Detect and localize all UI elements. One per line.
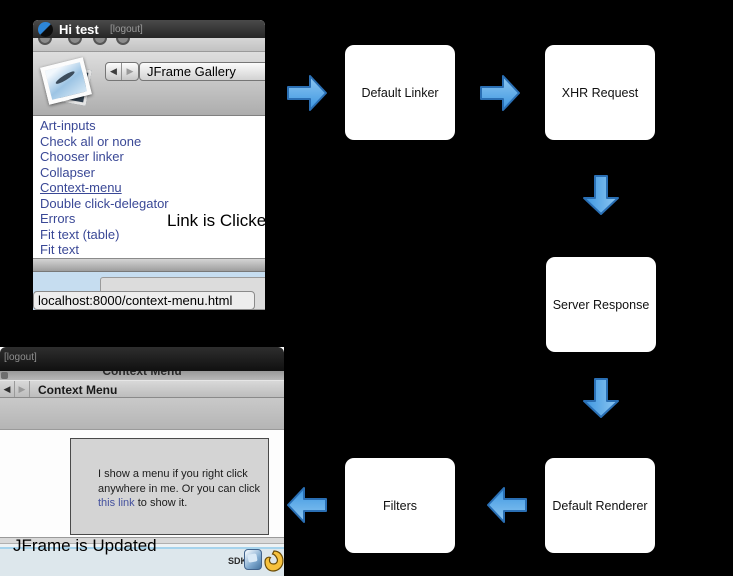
forward-button[interactable]: ▶ [15, 381, 30, 397]
window-bottom-edge [0, 537, 284, 544]
flow-box-server-response: Server Response [546, 257, 656, 352]
gallery-link-errors[interactable]: Errors [40, 211, 76, 226]
flow-box-filters: Filters [345, 458, 455, 553]
annotation-jframe-updated: JFrame is Updated [13, 536, 157, 555]
gallery-link-art-inputs[interactable]: Art-inputs [40, 118, 96, 133]
photos-icon [37, 55, 101, 115]
sdk-label: SDK [228, 556, 248, 566]
taskbar: SDK [0, 549, 284, 576]
context-menu-demo-box[interactable]: I show a menu if you right click anywher… [70, 438, 269, 535]
flow-box-default-linker: Default Linker [345, 45, 455, 140]
toolbar-button-strip [33, 38, 265, 52]
annotation-link-clicked: Link is Clicked [167, 211, 265, 230]
forward-button[interactable]: ▶ [126, 66, 134, 76]
arrow-down-icon [583, 378, 619, 418]
mini-widget-icon [1, 372, 8, 379]
demo-text-line2: anywhere in me. Or you can click [98, 482, 261, 495]
window-chrome-area [0, 398, 284, 430]
window-title: Hi test [59, 22, 99, 37]
toolbar-knob-icon [68, 38, 82, 45]
demo-text-line1: I show a menu if you right click [98, 468, 248, 480]
logout-link[interactable]: [logout] [4, 352, 37, 363]
arrow-down-icon [583, 175, 619, 215]
gallery-link-check-all[interactable]: Check all or none [40, 133, 142, 149]
this-link[interactable]: this link [98, 497, 135, 509]
frame-title: Context Menu [38, 383, 118, 397]
frame-toolbar: ◀ ▶ Context Menu [0, 380, 284, 398]
gallery-title-field: JFrame Gallery [139, 62, 265, 81]
logout-link[interactable]: [logout] [110, 24, 143, 35]
context-menu-browser-window: [logout] Context Menu ◀ ▶ Context Menu I… [0, 347, 284, 576]
gallery-link-context-menu[interactable]: Context-menu [40, 180, 122, 195]
gallery-link-chooser-linker[interactable]: Chooser linker [40, 149, 124, 164]
nav-buttons: ◀ ▶ [0, 381, 30, 397]
window-titlebar: [logout] [0, 347, 284, 371]
taskbar-highlight [0, 544, 284, 547]
window-divider-bar [33, 258, 265, 272]
flow-box-xhr-request: XHR Request [545, 45, 655, 140]
toolbar-knob-icon [38, 38, 52, 45]
frame-content: I show a menu if you right click anywher… [0, 430, 284, 537]
clipped-window-title: Context Menu [0, 371, 284, 380]
arrow-left-icon [287, 487, 327, 523]
toolbar-knob-icon [116, 38, 130, 45]
status-url-tooltip: localhost:8000/context-menu.html [33, 291, 255, 310]
toolbar-knob-icon [93, 38, 107, 45]
flow-box-default-renderer: Default Renderer [545, 458, 655, 553]
gallery-link-fit-text-table[interactable]: Fit text (table) [40, 226, 120, 242]
arrow-right-icon [287, 75, 327, 111]
swirl-app-icon[interactable] [264, 550, 284, 572]
taskbar-blue-line [0, 547, 284, 550]
back-button[interactable]: ◀ [0, 381, 15, 397]
demo-text-line3: this link to show it. [98, 496, 268, 511]
gallery-link-fit-text[interactable]: Fit text [40, 242, 80, 257]
nav-buttons: ◀ ▶ [105, 62, 139, 81]
photo-app-icon[interactable] [244, 549, 262, 570]
arrow-left-icon [487, 487, 527, 523]
gallery-link-list: Art-inputs Check all or none Chooser lin… [33, 116, 265, 258]
arrow-right-icon [480, 75, 520, 111]
back-button[interactable]: ◀ [106, 63, 122, 80]
gallery-link-double-click[interactable]: Double click-delegator [40, 195, 169, 211]
demo-text-line3-rest: to show it. [134, 497, 188, 509]
app-logo-icon [38, 22, 53, 37]
window-titlebar: Hi test [logout] [33, 20, 265, 38]
gallery-browser-window: Hi test [logout] ◀ ▶ JFrame Gallery Art-… [33, 20, 265, 310]
gallery-link-collapser[interactable]: Collapser [40, 164, 95, 180]
